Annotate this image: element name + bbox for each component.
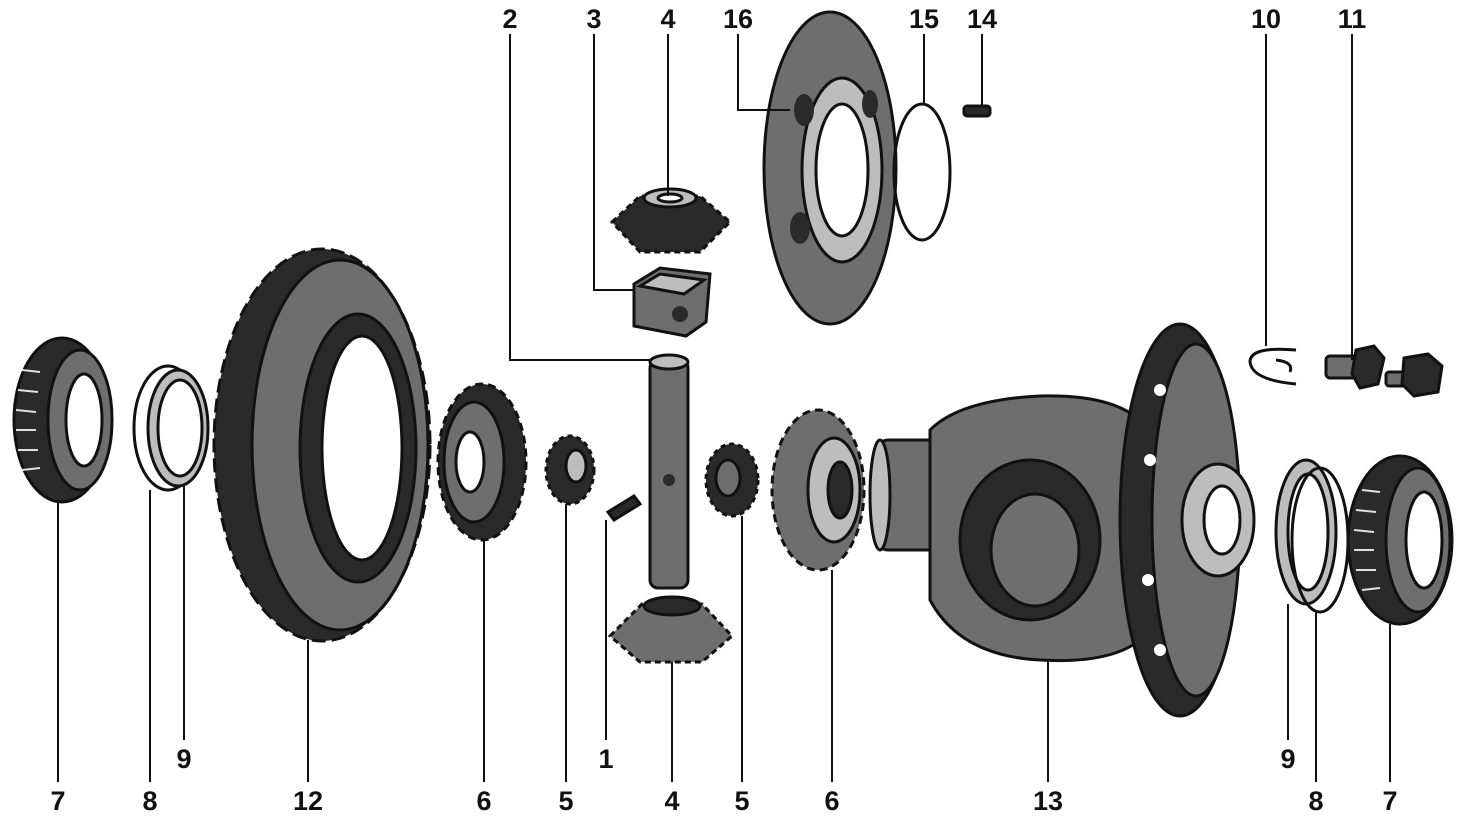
callout-7-left: 7 bbox=[50, 786, 65, 816]
part-4-pinion-top bbox=[609, 187, 733, 254]
part-7-bearing-left bbox=[12, 336, 114, 504]
part-6-side-gear-right bbox=[770, 408, 866, 572]
part-7-bearing-right bbox=[1346, 454, 1454, 626]
callout-8-right: 8 bbox=[1308, 786, 1323, 816]
callout-9-right: 9 bbox=[1280, 744, 1295, 774]
part-11-bolts bbox=[1324, 344, 1444, 398]
part-16-thrust-plate bbox=[762, 10, 898, 326]
callout-7-right: 7 bbox=[1382, 786, 1397, 816]
part-10-clip bbox=[1248, 347, 1297, 386]
callout-16: 16 bbox=[723, 4, 753, 34]
callout-6-right: 6 bbox=[824, 786, 839, 816]
callout-13: 13 bbox=[1033, 786, 1063, 816]
callout-8-left: 8 bbox=[142, 786, 157, 816]
part-5-pinion-left bbox=[544, 434, 596, 506]
callout-4-top: 4 bbox=[660, 4, 675, 34]
leader-lines bbox=[57, 34, 1391, 782]
callout-3: 3 bbox=[586, 4, 601, 34]
callout-2: 2 bbox=[502, 4, 517, 34]
callout-4-bottom: 4 bbox=[664, 786, 679, 816]
part-3-block bbox=[632, 266, 712, 338]
part-6-side-gear-left bbox=[436, 382, 528, 542]
part-15-ring bbox=[892, 102, 952, 242]
part-13-differential-case bbox=[868, 322, 1256, 718]
callout-12: 12 bbox=[293, 786, 323, 816]
part-1-pin bbox=[605, 494, 643, 522]
callout-14: 14 bbox=[967, 4, 997, 34]
callout-6-left: 6 bbox=[476, 786, 491, 816]
callout-1: 1 bbox=[598, 744, 613, 774]
part-5-pinion-right bbox=[704, 442, 760, 518]
callout-5-left: 5 bbox=[558, 786, 573, 816]
part-2-shaft bbox=[648, 353, 690, 590]
part-4-pinion-bottom bbox=[607, 595, 735, 664]
part-14-pin bbox=[962, 104, 992, 118]
callout-15: 15 bbox=[909, 4, 939, 34]
callout-11: 11 bbox=[1338, 4, 1367, 34]
callout-5-right: 5 bbox=[734, 786, 749, 816]
part-12-ring-gear bbox=[212, 247, 432, 643]
callout-10: 10 bbox=[1251, 4, 1281, 34]
callout-labels: 2 3 4 16 15 14 10 11 7 8 9 12 6 5 1 4 5 … bbox=[50, 4, 1397, 816]
part-9-ring-left bbox=[146, 368, 210, 488]
part-9-ring-right bbox=[1274, 458, 1338, 606]
callout-9-left: 9 bbox=[176, 744, 191, 774]
